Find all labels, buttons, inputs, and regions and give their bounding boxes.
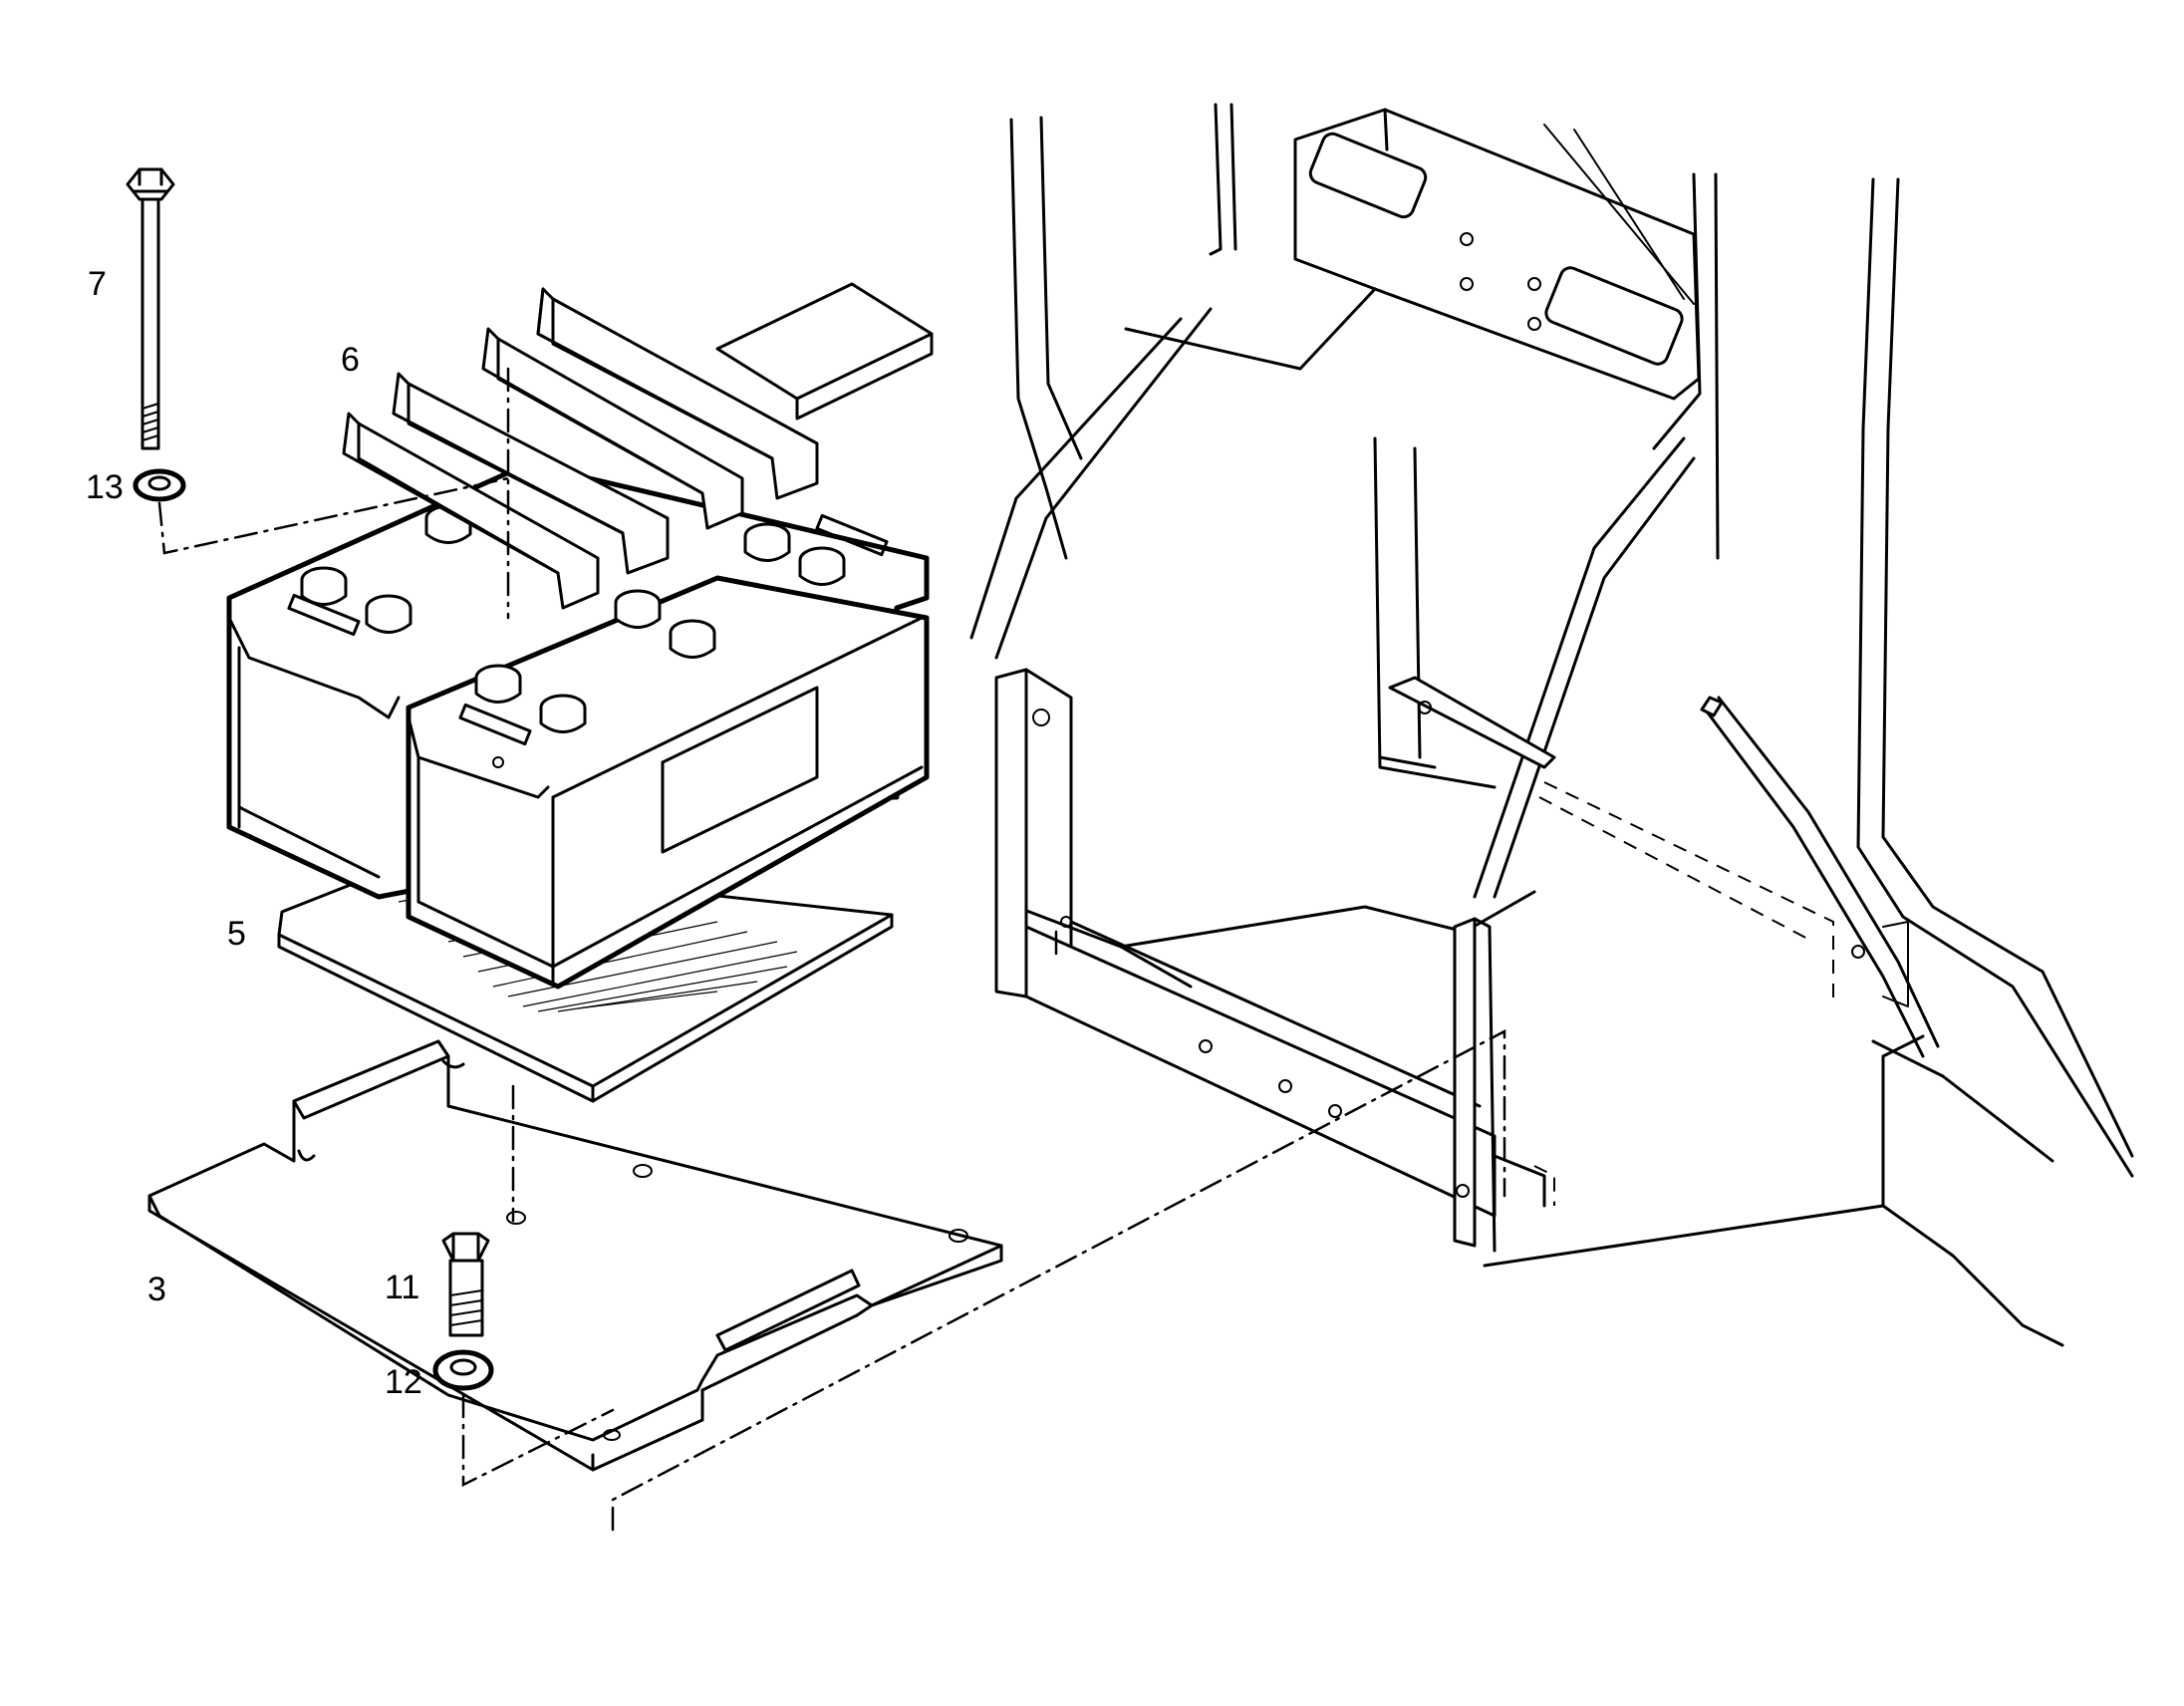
callout-11: 11 bbox=[385, 1269, 419, 1306]
assembly-centerlines bbox=[461, 930, 1506, 1532]
terminal bbox=[539, 694, 587, 733]
long-bolt bbox=[126, 167, 175, 450]
callout-13: 13 bbox=[86, 468, 124, 506]
battery-tray bbox=[147, 1039, 1003, 1472]
callouts: 7 6 13 5 3 11 12 bbox=[86, 265, 422, 1401]
terminal bbox=[474, 664, 522, 704]
terminal bbox=[424, 504, 472, 544]
terminal bbox=[743, 522, 791, 562]
callout-12: 12 bbox=[385, 1363, 422, 1401]
washer-13 bbox=[133, 468, 186, 502]
washer-12 bbox=[432, 1349, 494, 1391]
terminal bbox=[798, 546, 846, 586]
clamp-bars bbox=[342, 287, 819, 620]
bolt-thread bbox=[141, 403, 159, 441]
terminal bbox=[669, 619, 716, 659]
callout-5: 5 bbox=[227, 915, 246, 953]
terminal bbox=[614, 589, 662, 629]
terminal bbox=[365, 594, 412, 634]
callout-6: 6 bbox=[341, 341, 360, 379]
short-bolt bbox=[441, 1232, 490, 1337]
bolt-7-leader bbox=[157, 476, 510, 555]
chassis-frame bbox=[715, 103, 2134, 1347]
terminal bbox=[300, 566, 348, 606]
battery-front bbox=[406, 575, 930, 990]
callout-3: 3 bbox=[147, 1271, 166, 1308]
callout-7: 7 bbox=[88, 265, 107, 303]
